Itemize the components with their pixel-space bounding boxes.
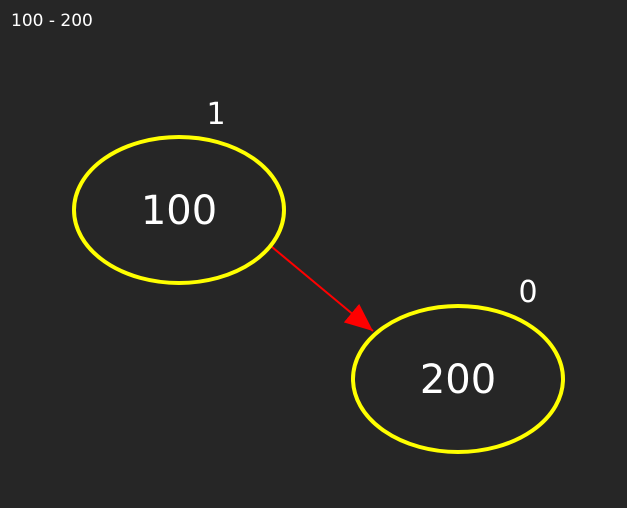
node-100-label: 100: [141, 188, 217, 234]
node-200: 200 0: [351, 275, 565, 454]
node-200-label: 200: [420, 357, 496, 403]
node-100: 100 1: [72, 97, 286, 285]
node-100-ellipse: [72, 135, 286, 285]
edge-100-to-200: [271, 246, 374, 332]
diagram-caption: 100 - 200: [11, 11, 93, 31]
node-100-count: 1: [206, 97, 225, 132]
node-200-count: 0: [518, 275, 537, 310]
node-200-ellipse: [351, 304, 565, 454]
